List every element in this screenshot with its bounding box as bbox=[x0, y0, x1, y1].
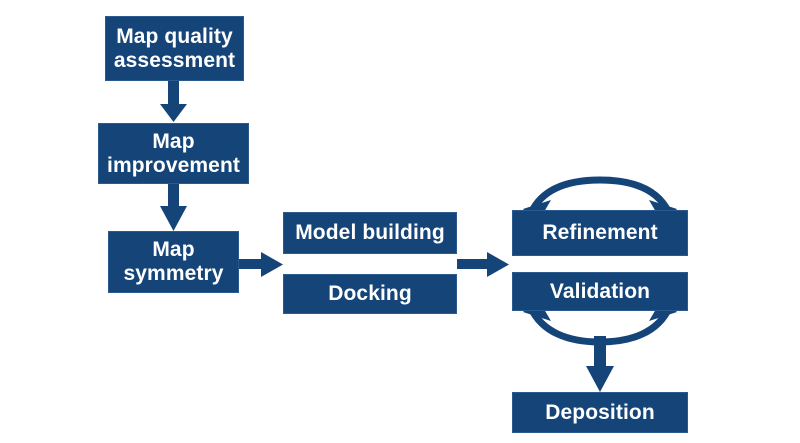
node-refinement-label: Refinement bbox=[542, 221, 658, 245]
node-validation[interactable]: Validation bbox=[512, 272, 688, 311]
edge-quality-to-improvement-icon bbox=[160, 80, 187, 122]
node-refinement[interactable]: Refinement bbox=[512, 210, 688, 256]
node-map-symmetry[interactable]: Map symmetry bbox=[108, 231, 239, 293]
edge-validation-to-deposition-icon bbox=[586, 336, 614, 392]
node-map-improvement[interactable]: Map improvement bbox=[98, 123, 249, 184]
node-map-improvement-line2: improvement bbox=[107, 153, 240, 177]
node-validation-label: Validation bbox=[549, 279, 651, 303]
node-map-quality-assessment-line1: Map quality bbox=[116, 24, 233, 48]
node-map-quality-assessment[interactable]: Map quality assessment bbox=[105, 16, 244, 81]
node-deposition[interactable]: Deposition bbox=[512, 392, 688, 433]
node-model-building-label: Model building bbox=[295, 221, 445, 245]
edge-improvement-to-symmetry-icon bbox=[160, 184, 187, 231]
node-model-building[interactable]: Model building bbox=[283, 212, 457, 254]
node-docking-label: Docking bbox=[328, 282, 412, 306]
node-docking[interactable]: Docking bbox=[283, 274, 457, 314]
edge-building-to-refinement-icon bbox=[457, 252, 509, 277]
node-map-quality-assessment-line2: assessment bbox=[113, 48, 236, 72]
node-map-symmetry-line1: Map bbox=[152, 238, 195, 262]
node-map-improvement-line1: Map bbox=[152, 129, 195, 153]
node-deposition-label: Deposition bbox=[545, 400, 655, 424]
node-map-symmetry-line2: symmetry bbox=[123, 262, 224, 285]
edge-symmetry-to-building-icon bbox=[239, 252, 283, 277]
